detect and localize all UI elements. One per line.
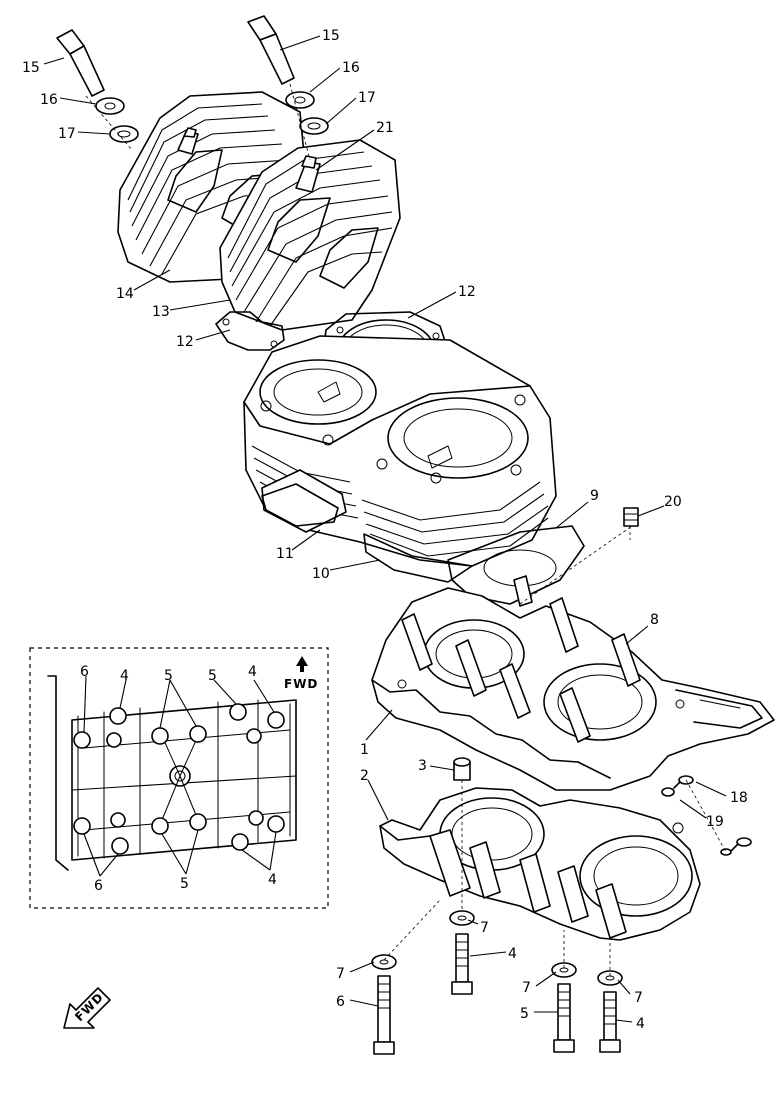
callout-13: 13 — [152, 304, 170, 320]
oil-fitting — [623, 507, 639, 527]
inset-hole-5-bottom-right — [189, 813, 207, 831]
inset-hole-4-bottom-right — [267, 815, 285, 833]
inset-hole-5-top-mid — [189, 725, 207, 743]
inset-label-6-top: 6 — [80, 664, 89, 680]
inset-label-4-top-left: 4 — [120, 668, 129, 684]
callout-16-right: 16 — [342, 60, 360, 76]
cylinder-studs — [401, 575, 641, 743]
callout-14: 14 — [116, 286, 134, 302]
callout-15-left: 15 — [22, 60, 40, 76]
inset-hole-bottom-a — [110, 812, 126, 828]
callout-6: 6 — [336, 994, 345, 1010]
washer-right-lower — [299, 117, 329, 135]
cylinder-block — [243, 335, 557, 567]
dowel-collar — [453, 757, 471, 781]
washer-7-d — [597, 970, 623, 986]
inset-hole-5-bottom-left — [151, 817, 169, 835]
callout-8: 8 — [650, 612, 659, 628]
bolt-6 — [373, 975, 395, 1055]
washer-right-upper — [285, 91, 315, 109]
callout-12-left: 12 — [176, 334, 194, 350]
washer-19 — [661, 787, 675, 797]
inset-label-4-top-right: 4 — [248, 664, 257, 680]
spark-plug-left — [177, 127, 199, 155]
inset-hole-top-a — [106, 732, 122, 748]
fwd-arrow-icon: FWD — [63, 987, 111, 1029]
callout-17-right: 17 — [358, 90, 376, 106]
washer-left-lower — [109, 125, 139, 143]
inset-hole-4-top-left — [109, 707, 127, 725]
bolt-5 — [553, 983, 575, 1053]
callout-17-left: 17 — [58, 126, 76, 142]
inset-hole-6-bottom-b — [111, 837, 129, 855]
up-arrow-icon — [296, 656, 308, 672]
callout-15-right: 15 — [322, 28, 340, 44]
base-gasket-left — [261, 483, 339, 527]
inset-hole-6-bottom — [73, 817, 91, 835]
inset-hole-5-top-right — [229, 703, 247, 721]
callout-21: 21 — [376, 120, 394, 136]
inset-label-6-bottom: 6 — [94, 878, 103, 894]
callout-7-b: 7 — [480, 920, 489, 936]
inset-label-4-bottom: 4 — [268, 872, 277, 888]
head-bolt-right — [247, 15, 295, 85]
callout-1: 1 — [360, 742, 369, 758]
callout-5: 5 — [520, 1006, 529, 1022]
crankcase-bolt-18-lower — [720, 837, 752, 856]
inset-hole-5-top-left — [151, 727, 169, 745]
inset-hole-4-top-right — [267, 711, 285, 729]
callout-19: 19 — [706, 814, 724, 830]
washer-7-c — [551, 962, 577, 978]
inset-frame — [29, 647, 329, 909]
callout-4-a: 4 — [508, 946, 517, 962]
callout-4-b: 4 — [636, 1016, 645, 1032]
washer-left-upper — [95, 97, 125, 115]
lower-crankcase — [379, 787, 701, 941]
leader-lines — [43, 35, 727, 1023]
inset-fwd-label: FWD — [284, 677, 318, 691]
washer-7-a — [371, 954, 397, 970]
cylinder-head-right — [219, 139, 401, 331]
washer-7-b — [449, 910, 475, 926]
spark-plug-right — [295, 155, 321, 193]
callout-9: 9 — [590, 488, 599, 504]
callout-7-a: 7 — [336, 966, 345, 982]
bolt-4-b — [599, 991, 621, 1053]
inset-hole-6-top — [73, 731, 91, 749]
inset-hole-bottom-b — [248, 810, 264, 826]
inset-label-5-top-left: 5 — [164, 668, 173, 684]
callout-11: 11 — [276, 546, 294, 562]
callout-16-left: 16 — [40, 92, 58, 108]
callout-3: 3 — [418, 758, 427, 774]
inset-label-5-bottom: 5 — [180, 876, 189, 892]
head-gasket-left — [215, 311, 285, 351]
head-bolt-left — [56, 29, 105, 97]
callout-7-d: 7 — [634, 990, 643, 1006]
bolt-4-a — [451, 933, 473, 995]
inset-label-5-top-right: 5 — [208, 668, 217, 684]
callout-20: 20 — [664, 494, 682, 510]
inset-hole-top-b — [246, 728, 262, 744]
bolt-pattern-inset: 6 4 5 5 4 6 5 4 FWD — [29, 647, 329, 909]
inset-hole-4-bottom-left — [231, 833, 249, 851]
callout-10: 10 — [312, 566, 330, 582]
crankcase-bolt-small-18 — [673, 775, 694, 789]
callout-2: 2 — [360, 768, 369, 784]
callout-7-c: 7 — [522, 980, 531, 996]
callout-18: 18 — [730, 790, 748, 806]
callout-12-right: 12 — [458, 284, 476, 300]
base-gasket-right — [363, 533, 473, 583]
